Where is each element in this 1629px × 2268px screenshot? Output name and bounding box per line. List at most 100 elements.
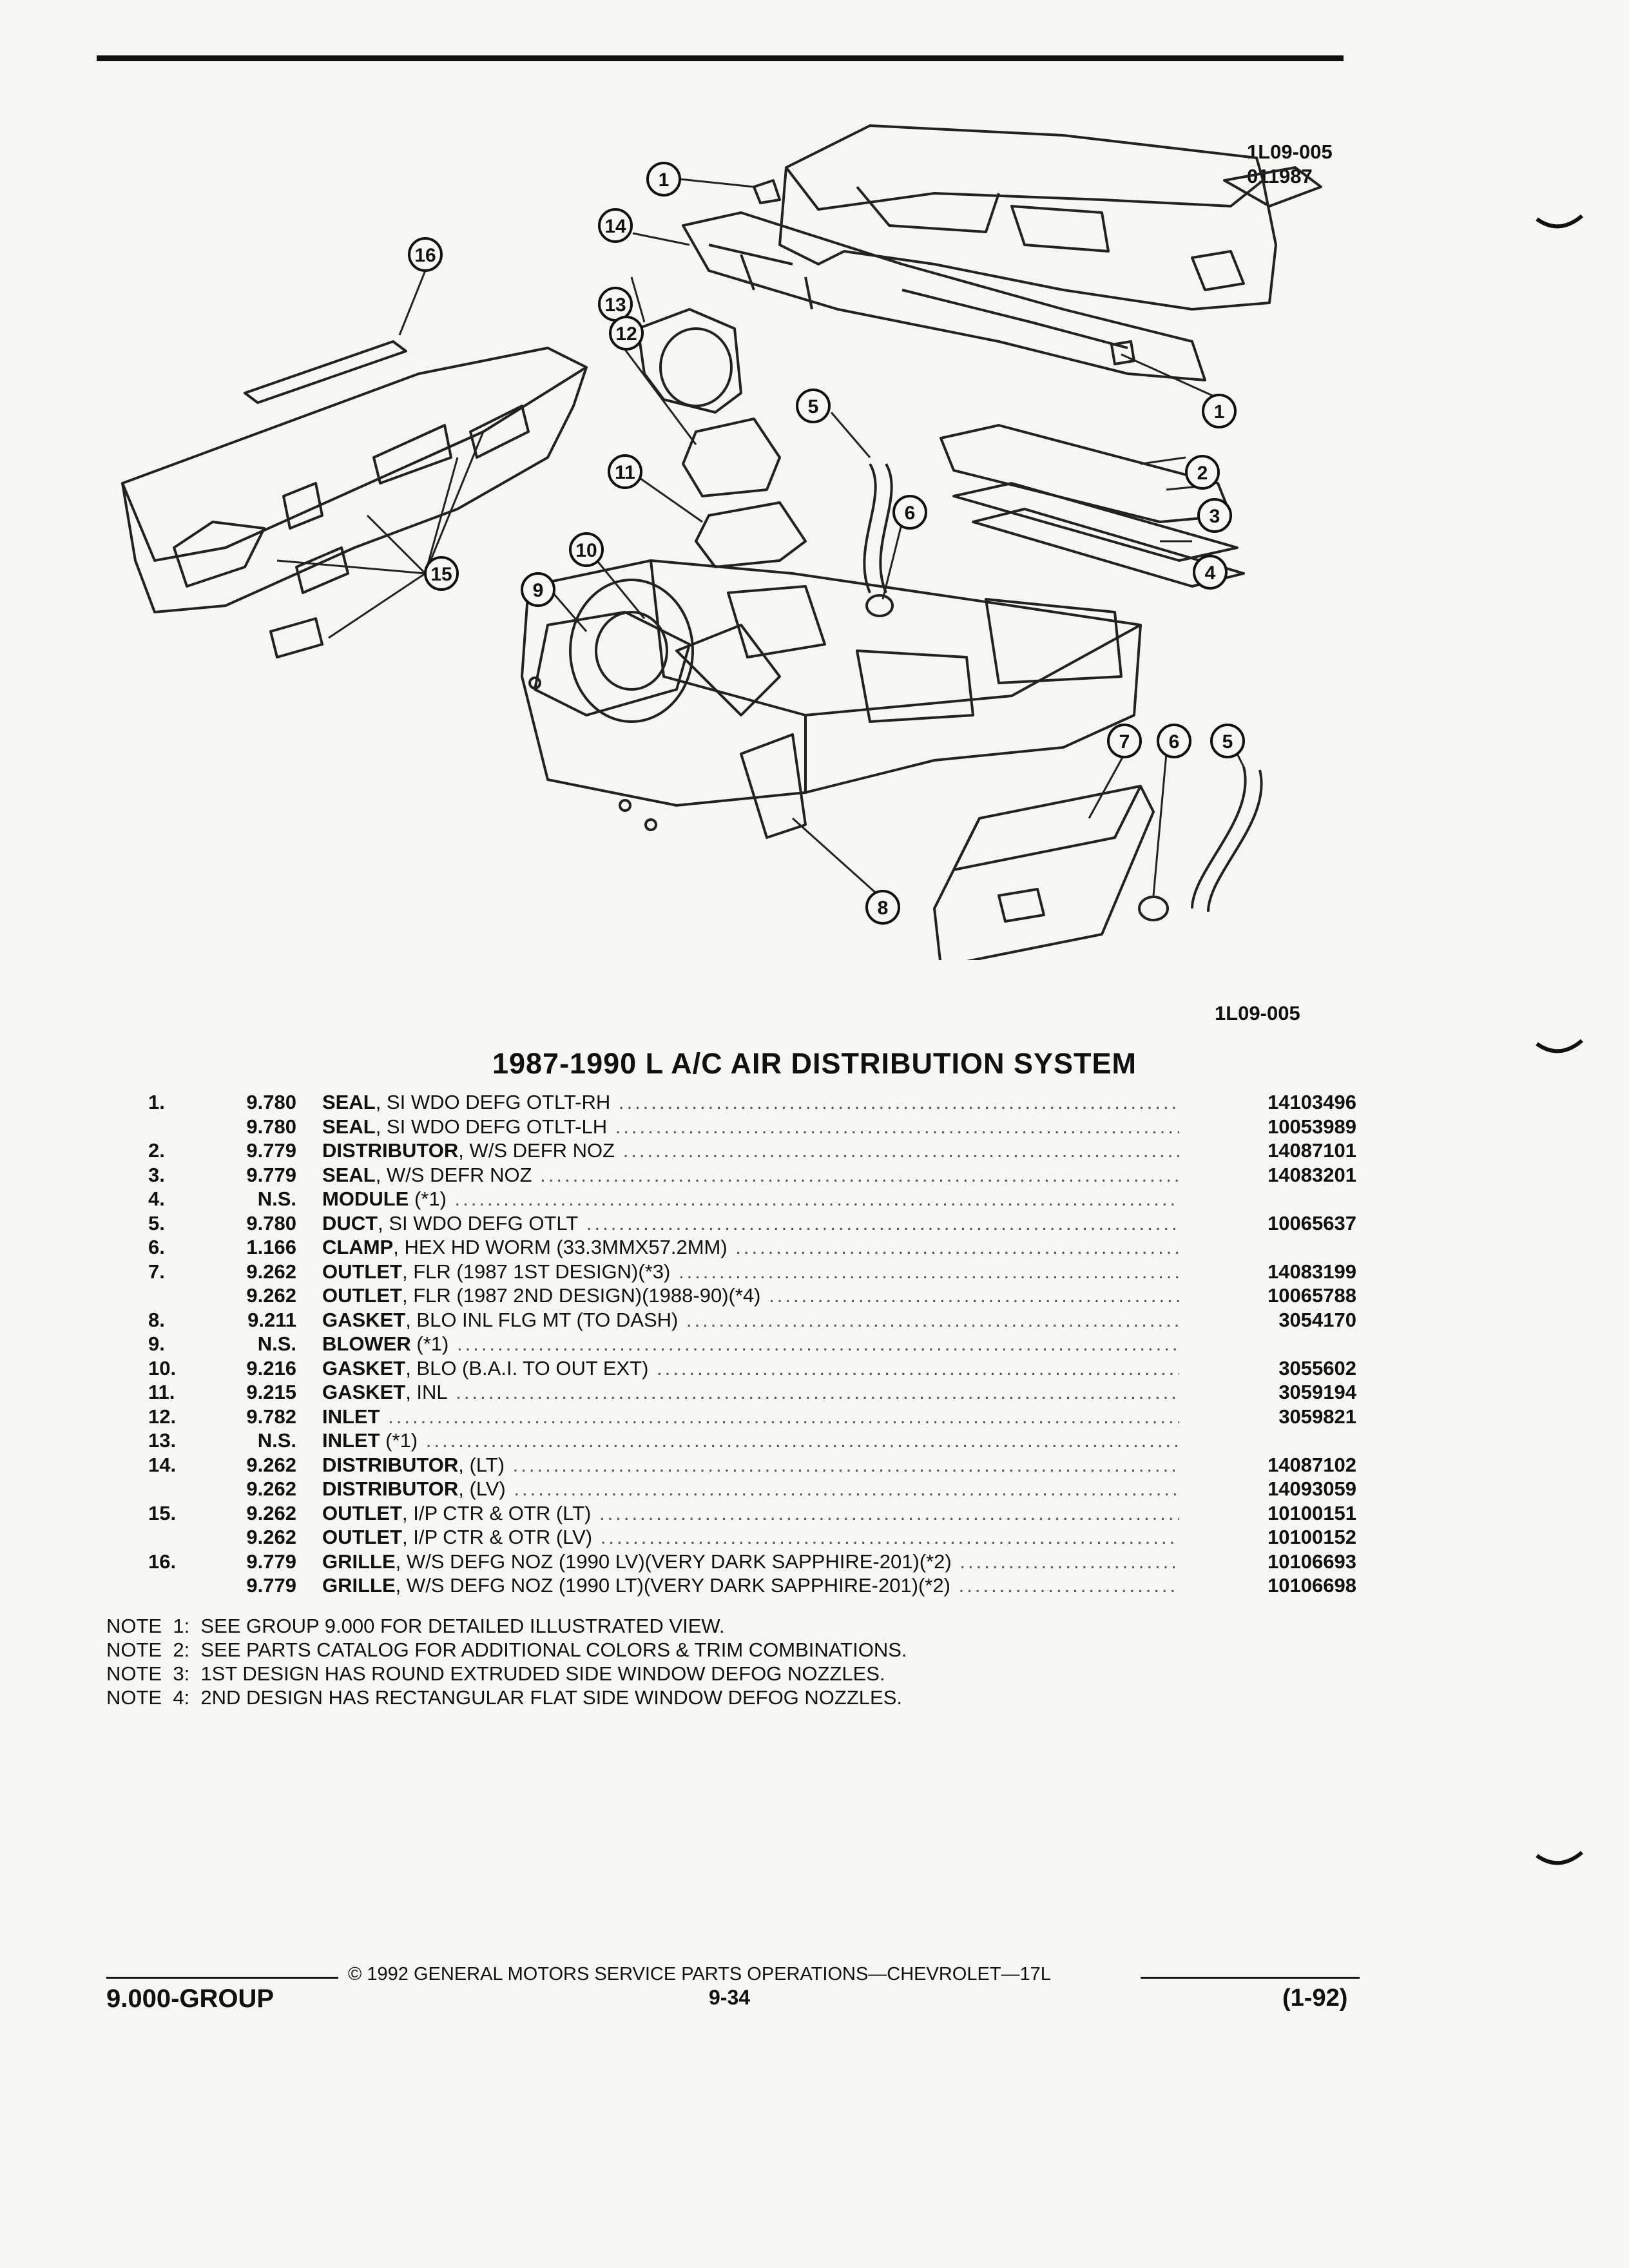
group-number: 9.782 (246, 1405, 296, 1428)
part-number: 10100152 (1268, 1526, 1356, 1548)
parts-row: 9.780 SEAL, SI WDO DEFG OTLT-LH .........… (148, 1115, 1373, 1139)
floor-outlet-7 (933, 785, 1155, 960)
callout-8: 8 (865, 890, 900, 925)
part-detail: , I/P CTR & OTR (LV) (402, 1526, 593, 1548)
leader-dots: ........................................… (514, 1477, 1179, 1500)
leader-dots: ........................................… (657, 1356, 1179, 1379)
part-name: SEAL (322, 1091, 376, 1113)
outlet-15-small (269, 617, 323, 658)
part-name: DISTRIBUTOR (322, 1453, 459, 1476)
svg-text:6: 6 (905, 503, 916, 524)
note-2: NOTE 2: SEE PARTS CATALOG FOR ADDITIONAL… (106, 1639, 907, 1661)
part-description: GASKET, BLO INL FLG MT (TO DASH) .......… (322, 1308, 1179, 1332)
callout-14: 14 (598, 208, 633, 243)
group-number: 9.262 (246, 1526, 296, 1548)
part-description: INLET (*1) .............................… (322, 1428, 1179, 1453)
part-detail: (*1) (410, 1332, 449, 1355)
margin-mark (1536, 1850, 1583, 1865)
part-number: 10065637 (1268, 1211, 1356, 1235)
group-number: 9.779 (246, 1550, 296, 1573)
footer-date: (1-92) (1282, 1984, 1348, 2012)
item-number: 11. (148, 1381, 175, 1403)
footer-group: 9.000-GROUP (106, 1984, 275, 2013)
callout-6-bottom: 6 (1157, 724, 1191, 758)
svg-text:10: 10 (575, 540, 597, 561)
svg-text:1: 1 (1214, 401, 1225, 423)
part-description: INLET ..................................… (322, 1405, 1179, 1429)
part-description: GRILLE, W/S DEFG NOZ (1990 LV)(VERY DARK… (322, 1550, 1179, 1574)
svg-text:9: 9 (533, 580, 544, 601)
leader-dots: ........................................… (618, 1091, 1179, 1113)
callout-9: 9 (521, 572, 555, 607)
part-number: 10065788 (1268, 1284, 1356, 1307)
part-detail: , W/S DEFR NOZ (458, 1139, 615, 1162)
note-4: NOTE 4: 2ND DESIGN HAS RECTANGULAR FLAT … (106, 1686, 902, 1709)
figure-ref-code: 1L09-005 (1247, 140, 1333, 163)
clamp-6-lower (1138, 896, 1169, 921)
header-rule (97, 55, 1344, 61)
part-number: 14083201 (1268, 1163, 1356, 1186)
leader-dots: ........................................… (600, 1526, 1179, 1548)
part-name: DISTRIBUTOR (322, 1139, 459, 1162)
callout-16: 16 (408, 237, 443, 272)
part-description: OUTLET, I/P CTR & OTR (LT) .............… (322, 1501, 1179, 1526)
callout-4: 4 (1193, 555, 1228, 590)
seal-1-upper (753, 179, 781, 204)
part-name: DUCT (322, 1211, 378, 1235)
part-detail: , I/P CTR & OTR (LT) (402, 1501, 592, 1524)
group-number: 9.779 (246, 1574, 296, 1597)
callout-5-bottom: 5 (1210, 724, 1245, 758)
item-number: 7. (148, 1260, 165, 1283)
part-description: DISTRIBUTOR, W/S DEFR NOZ ..............… (322, 1139, 1179, 1163)
part-number: 14103496 (1268, 1091, 1356, 1113)
group-number: 1.166 (246, 1236, 296, 1258)
note-1: NOTE 1: SEE GROUP 9.000 FOR DETAILED ILL… (106, 1615, 725, 1637)
part-detail: , HEX HD WORM (33.3MMX57.2MM) (393, 1236, 728, 1258)
leader-dots: ........................................… (622, 1139, 1179, 1162)
part-name: DISTRIBUTOR (322, 1477, 459, 1500)
svg-text:11: 11 (615, 462, 635, 483)
callout-10: 10 (569, 532, 604, 567)
page-number: 9-34 (709, 1986, 751, 2009)
notes-block: NOTE 1: SEE GROUP 9.000 FOR DETAILED ILL… (106, 1614, 907, 1709)
group-number: 9.262 (246, 1453, 296, 1476)
margin-mark (1536, 1039, 1583, 1053)
part-number: 10106698 (1268, 1574, 1356, 1597)
group-number: 9.262 (246, 1477, 296, 1500)
group-number: N.S. (257, 1332, 296, 1355)
part-name: GRILLE (322, 1550, 396, 1573)
part-description: SEAL, W/S DEFR NOZ .....................… (322, 1163, 1179, 1187)
footer-rule-right (1141, 1977, 1360, 1979)
item-number: 15. (148, 1501, 177, 1524)
part-description: GASKET, INL ............................… (322, 1380, 1179, 1405)
part-name: OUTLET (322, 1260, 402, 1283)
svg-text:15: 15 (430, 564, 452, 585)
part-name: SEAL (322, 1163, 376, 1186)
leader-dots: ........................................… (686, 1308, 1179, 1331)
leader-dots: ........................................… (540, 1163, 1179, 1186)
leader-dots: ........................................… (456, 1332, 1179, 1355)
part-description: DISTRIBUTOR, (LV) ......................… (322, 1477, 1179, 1501)
instrument-panel-upper (778, 124, 1322, 311)
part-name: GASKET (322, 1381, 406, 1403)
callout-1-right: 1 (1202, 394, 1237, 428)
part-detail: , SI WDO DEFG OTLT-LH (375, 1115, 608, 1138)
part-description: SEAL, SI WDO DEFG OTLT-LH ..............… (322, 1115, 1179, 1139)
group-number: 9.780 (246, 1211, 296, 1235)
svg-text:5: 5 (808, 396, 819, 418)
callout-6-top: 6 (892, 495, 927, 530)
distributor-duct-14 (682, 211, 1206, 381)
part-name: GASKET (322, 1308, 406, 1331)
group-number: 9.780 (246, 1115, 296, 1138)
svg-text:8: 8 (878, 898, 889, 919)
group-number: 9.780 (246, 1091, 296, 1113)
part-name: GASKET (322, 1356, 406, 1379)
